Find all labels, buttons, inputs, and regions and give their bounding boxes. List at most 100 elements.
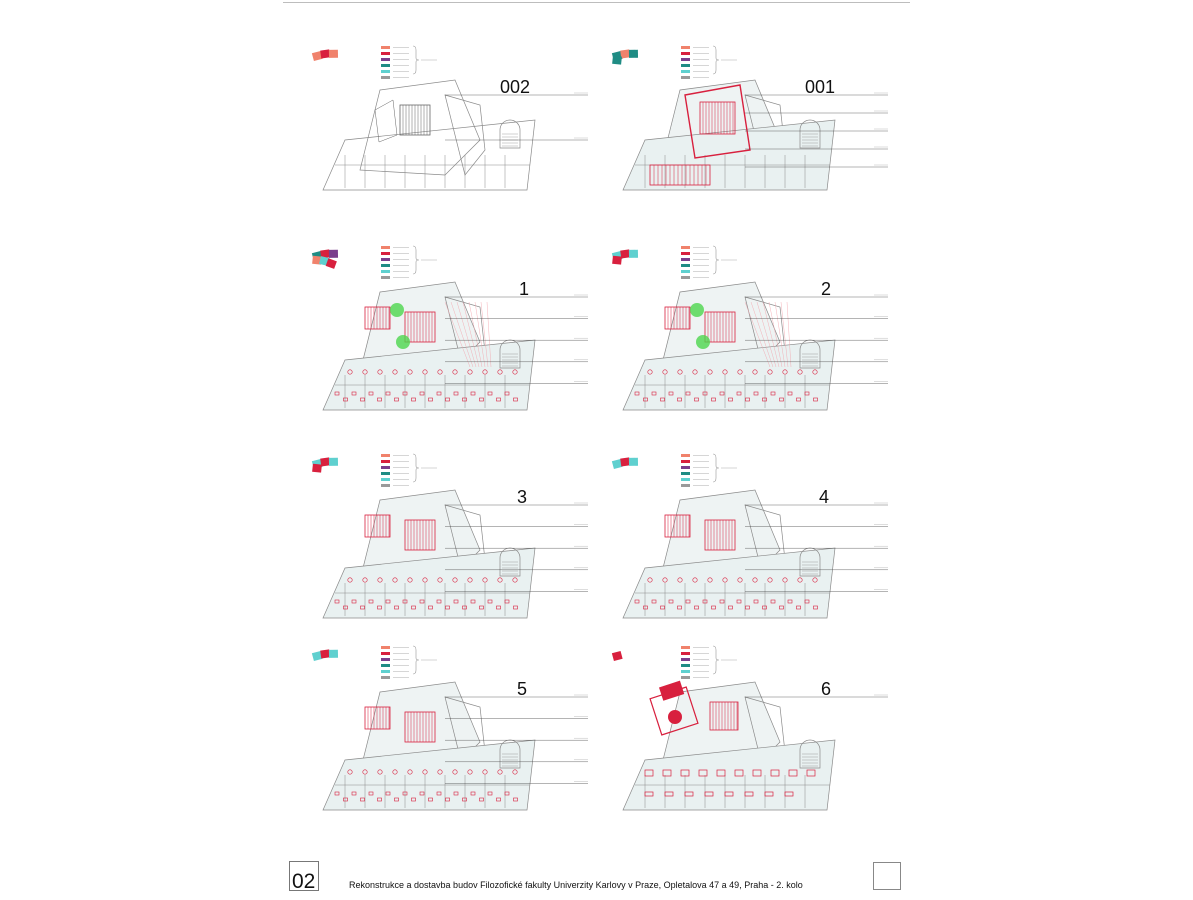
table: [692, 577, 698, 583]
legend-swatch: [681, 70, 690, 73]
table: [467, 577, 473, 583]
roof-block: [658, 680, 685, 701]
desk: [651, 599, 657, 604]
legend-group: [611, 245, 737, 279]
table: [692, 369, 698, 375]
table: [782, 369, 788, 375]
legend-swatch: [681, 46, 690, 49]
legend-swatch: [681, 670, 690, 673]
plan-drawing-5: [311, 645, 588, 811]
desk: [513, 605, 518, 610]
window: [734, 769, 744, 777]
window: [644, 791, 654, 797]
stair-tower: [799, 739, 821, 769]
desk: [462, 605, 467, 610]
desk: [719, 599, 725, 604]
floor-label-6: 6: [821, 679, 832, 699]
legend-swatch: [681, 658, 690, 661]
desk: [334, 791, 340, 796]
floor-plan-5: 5: [305, 640, 605, 830]
window: [744, 791, 754, 797]
desk: [360, 797, 365, 802]
courtyard-hatch: [744, 301, 771, 368]
legend-group: [311, 45, 437, 79]
desk: [728, 397, 733, 402]
auditorium-seating: [699, 101, 736, 135]
window: [684, 791, 694, 797]
courtyard-hatch: [468, 301, 483, 368]
legend-swatch: [381, 276, 390, 279]
desk: [779, 397, 784, 402]
table: [767, 369, 773, 375]
legend-swatch: [681, 664, 690, 667]
legend-swatch: [681, 676, 690, 679]
desk: [668, 391, 674, 396]
desk: [685, 391, 691, 396]
seating-block: [374, 99, 398, 143]
legend-bracket: [412, 45, 420, 75]
top-rule: [283, 2, 910, 3]
legend-swatch: [381, 46, 390, 49]
window: [784, 791, 794, 797]
main-block-outline: [622, 119, 836, 191]
desk: [428, 797, 433, 802]
desk: [377, 797, 382, 802]
courtyard-hatch: [756, 301, 777, 368]
table: [677, 577, 683, 583]
stair-tower: [499, 339, 521, 369]
tree: [396, 335, 410, 349]
building-outline-group: [322, 489, 536, 619]
roof-grid: [709, 701, 739, 731]
table: [377, 769, 383, 775]
desk: [394, 397, 399, 402]
table: [512, 369, 518, 375]
desk: [504, 791, 510, 796]
building-outline-group: [622, 489, 836, 619]
desk: [436, 391, 442, 396]
desk: [402, 791, 408, 796]
legend-thumb-block: [328, 249, 339, 258]
legend-swatch: [381, 646, 390, 649]
stamp-box: [873, 862, 901, 890]
table: [362, 577, 368, 583]
classroom-seating: [364, 306, 391, 330]
window: [644, 769, 654, 777]
legend-swatch: [381, 246, 390, 249]
tree: [390, 303, 404, 317]
table: [347, 769, 353, 775]
table: [482, 769, 488, 775]
courtyard-hatch: [750, 301, 774, 368]
table: [497, 369, 503, 375]
legend-thumb-block: [620, 49, 631, 59]
desk: [504, 391, 510, 396]
building-outline-group: [622, 680, 836, 811]
legend-swatch: [681, 258, 690, 261]
desk: [470, 391, 476, 396]
legend-thumb-block: [628, 457, 639, 466]
legend-swatch: [681, 460, 690, 463]
legend-swatch: [381, 658, 390, 661]
desk: [660, 605, 665, 610]
plan-drawing-2: [611, 245, 888, 411]
main-block-outline: [622, 739, 836, 811]
courtyard-hatch: [450, 301, 474, 368]
legend-swatch: [381, 52, 390, 55]
main-block-outline: [322, 119, 536, 191]
floor-label-2: 2: [821, 279, 832, 299]
desk: [487, 391, 493, 396]
legend-swatch: [381, 264, 390, 267]
table: [362, 369, 368, 375]
desk: [453, 391, 459, 396]
desk: [702, 599, 708, 604]
table: [392, 577, 398, 583]
table: [797, 577, 803, 583]
desk: [419, 599, 425, 604]
desk: [804, 599, 810, 604]
legend-bracket: [412, 245, 420, 275]
table: [782, 577, 788, 583]
floor-plan-001: 001: [605, 40, 905, 230]
floor-label-1: 1: [519, 279, 530, 299]
desk: [762, 397, 767, 402]
desk: [462, 397, 467, 402]
